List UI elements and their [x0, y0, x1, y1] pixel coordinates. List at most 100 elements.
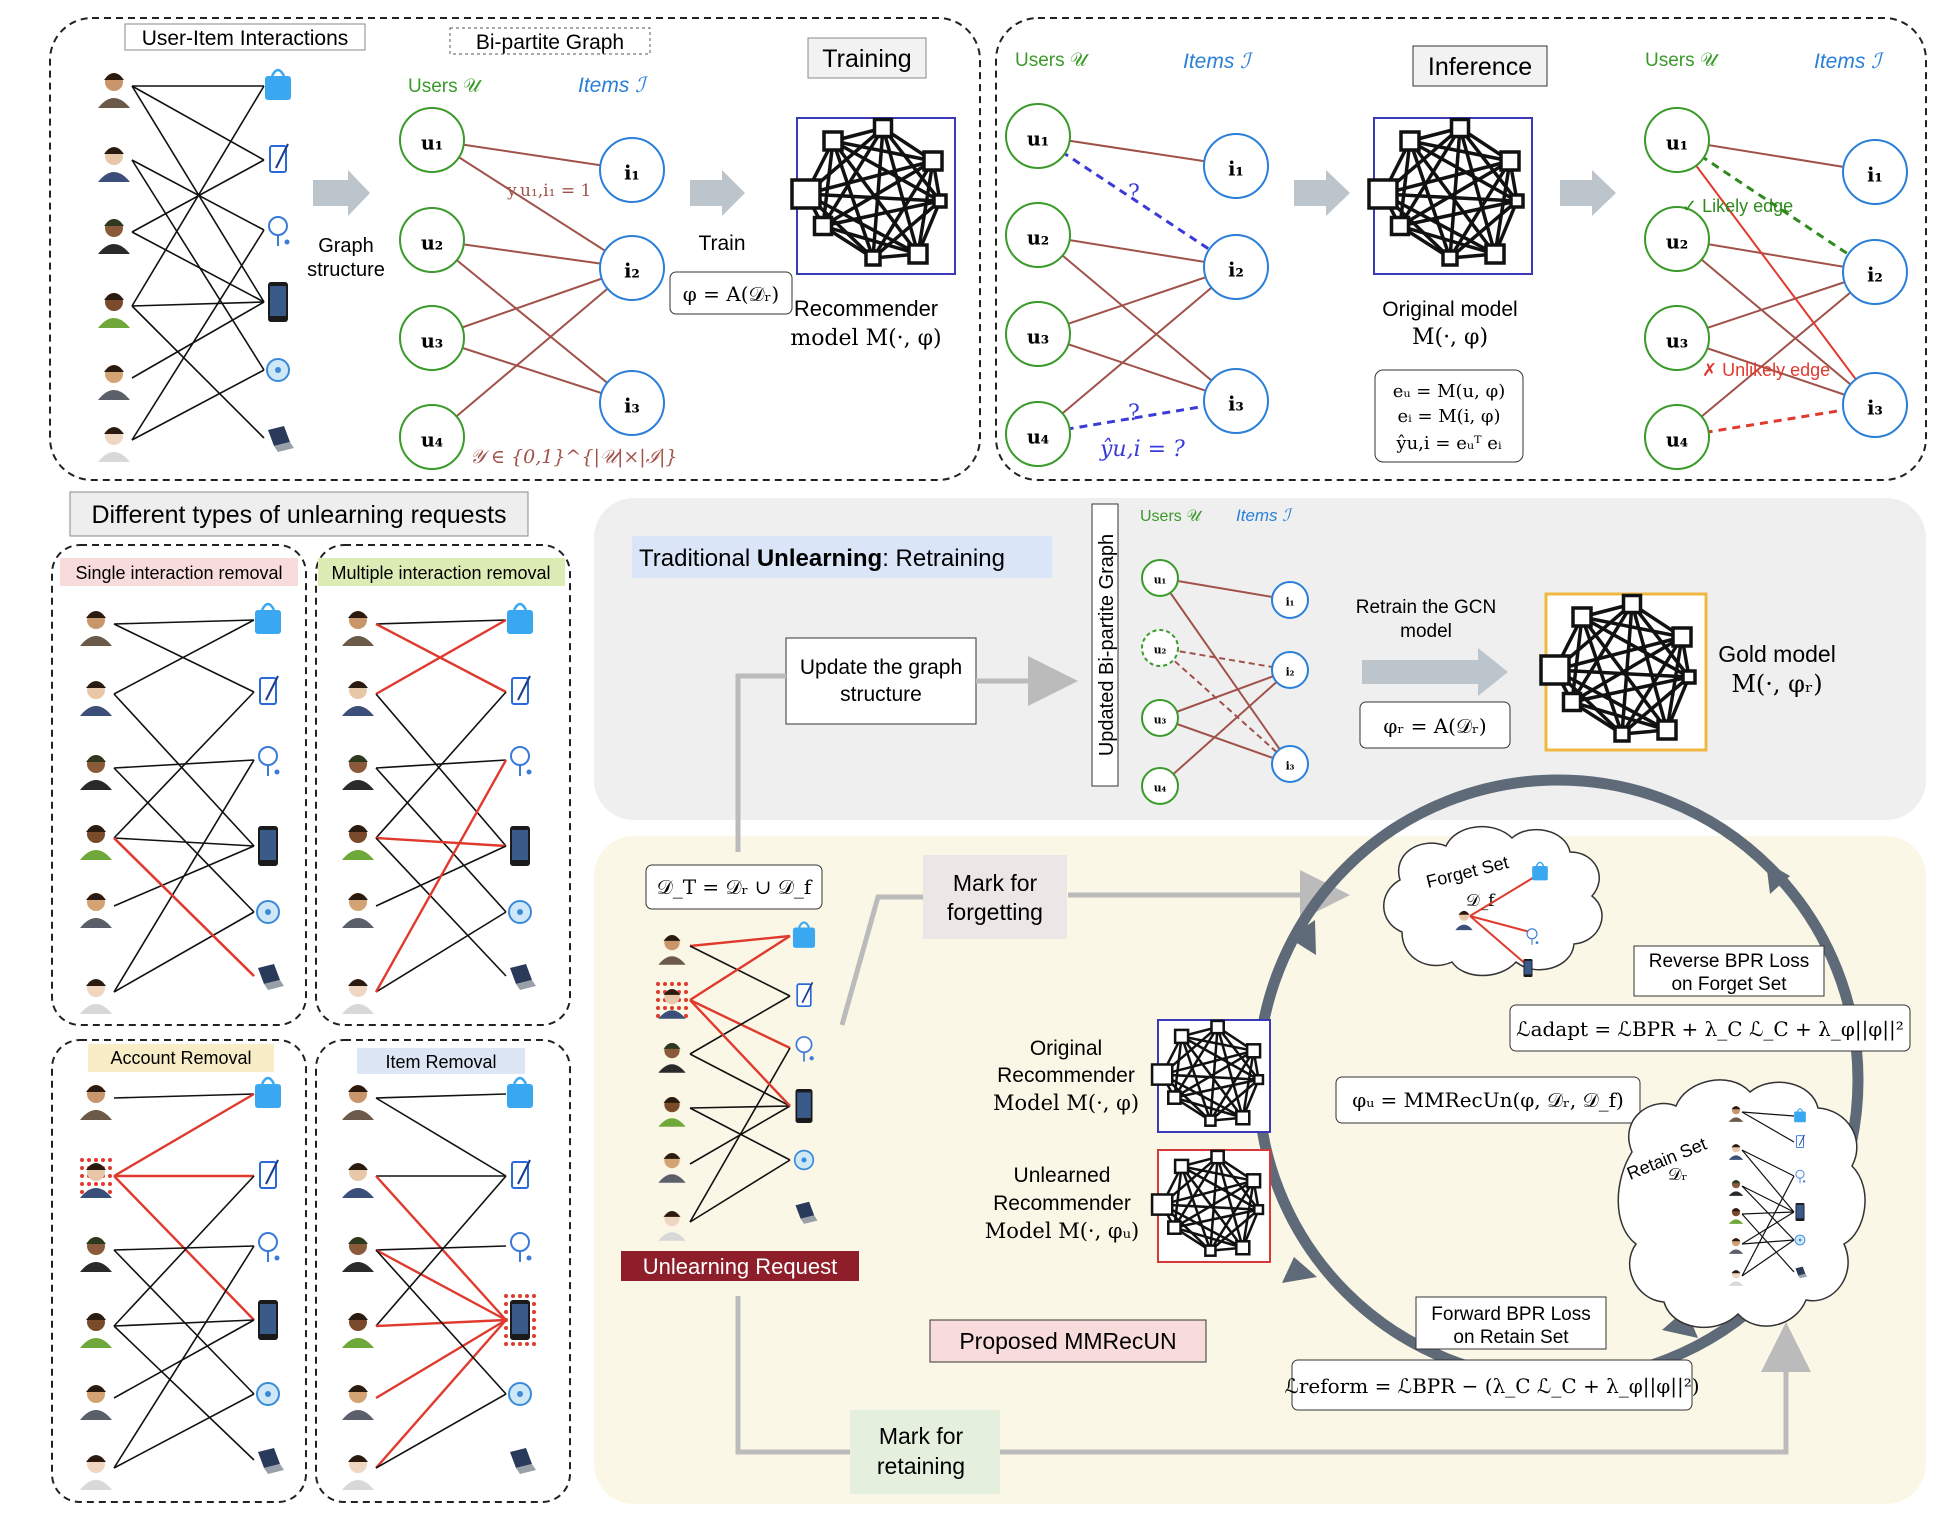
retain-edge	[1741, 1149, 1795, 1213]
network-icon	[1150, 1149, 1265, 1257]
highlight-dot	[656, 998, 660, 1002]
tablet-icon	[796, 983, 812, 1008]
interaction-edge	[113, 623, 255, 693]
person-hair	[86, 755, 106, 762]
arrow-inf-1	[1294, 170, 1350, 216]
nn-link	[1399, 159, 1511, 228]
nn-link	[1571, 675, 1690, 704]
nn-link	[1382, 192, 1496, 256]
reverse-1: Reverse BPR Loss	[1649, 951, 1810, 972]
highlight-dot	[101, 1158, 105, 1162]
item-node-label: i₁	[1286, 595, 1295, 608]
item-node-2	[1203, 234, 1269, 300]
highlight-dot	[532, 1302, 536, 1306]
highlight-dot	[677, 982, 681, 986]
graph-edge	[1037, 234, 1237, 268]
highlight-dot	[525, 1294, 529, 1298]
bag-handle	[512, 602, 528, 611]
item-node-2	[1271, 651, 1309, 689]
highlight-dot	[656, 990, 660, 994]
person-icon	[80, 780, 112, 790]
interaction-edge	[131, 231, 265, 303]
interaction-edge	[113, 1245, 255, 1251]
interaction-edge	[113, 693, 255, 847]
interaction-edge	[113, 759, 255, 993]
removed-edge	[375, 836, 507, 848]
person-icon	[98, 452, 130, 462]
person-icon	[80, 1480, 112, 1490]
retain-cloud	[1617, 1079, 1866, 1328]
users-label-inf2: Users 𝒰	[1645, 50, 1720, 71]
highlight-dot	[504, 1334, 508, 1338]
bag-icon	[507, 1084, 533, 1108]
person-icon	[98, 390, 130, 400]
person-hair	[663, 1210, 681, 1217]
removed-edge	[689, 934, 791, 1002]
highlight-dot	[504, 1318, 508, 1322]
graph-edge	[431, 139, 633, 269]
racket-icon	[258, 746, 278, 766]
highlight-dot	[532, 1294, 536, 1298]
person-icon	[1728, 1117, 1744, 1122]
disc-hole	[1798, 1238, 1802, 1242]
removed-edge	[113, 837, 255, 977]
person-icon	[80, 918, 112, 928]
removed-edge	[113, 1092, 255, 1178]
retain-edge	[1741, 1213, 1795, 1273]
nn-link	[1581, 615, 1683, 639]
graph-edge	[1037, 266, 1237, 335]
phone-screen	[270, 286, 286, 316]
person-icon	[1728, 1219, 1744, 1224]
nn-link	[805, 192, 919, 256]
nn-link	[1665, 636, 1684, 731]
highlight-dot	[108, 1174, 112, 1178]
dt-eq: 𝒟_T = 𝒟ᵣ ∪ 𝒟_f	[657, 875, 813, 899]
graph-edge	[1037, 234, 1237, 402]
ball	[274, 1255, 280, 1261]
user-node-label: u₃	[421, 330, 443, 353]
single-label: Single interaction removal	[75, 563, 282, 583]
user-node-label: u₃	[1027, 326, 1049, 349]
highlight-dot	[663, 982, 667, 986]
user-node-1	[399, 107, 465, 173]
tablet-icon	[269, 145, 287, 173]
person-hair	[1731, 1270, 1741, 1274]
racket-icon	[258, 1232, 278, 1252]
graph-edge	[1676, 139, 1876, 406]
nn-link	[822, 199, 941, 228]
laptop-icon	[258, 1448, 280, 1468]
item-node-label: i₂	[1867, 264, 1883, 287]
nn-node	[812, 215, 834, 237]
person-hair	[348, 825, 368, 832]
yhat: ŷu,i = ?	[1099, 437, 1185, 462]
nn-link	[1382, 159, 1511, 196]
bag-handle	[270, 68, 286, 77]
person-hair	[1458, 910, 1470, 915]
interaction-edge	[113, 837, 255, 847]
phone-screen	[797, 1092, 811, 1118]
training-panel	[49, 17, 981, 481]
nn-node	[1245, 1173, 1262, 1189]
arrow-retrain	[1362, 648, 1508, 696]
unlearning-request: Unlearning Request	[643, 1254, 837, 1279]
racket-icon	[510, 746, 530, 766]
item-node-1	[1203, 133, 1269, 199]
highlight-dot	[532, 1326, 536, 1330]
nn-node	[1150, 1193, 1174, 1216]
interaction-edge	[113, 1093, 255, 1099]
graph-edge	[1676, 238, 1876, 273]
person-icon	[80, 850, 112, 860]
user-node-2	[1141, 629, 1179, 667]
racket-icon	[268, 216, 288, 236]
nn-link	[1554, 635, 1683, 672]
graph-edge	[1676, 138, 1880, 276]
graph-structure-1: Graph	[318, 235, 374, 257]
highlight-dot	[684, 1014, 688, 1018]
person-icon	[342, 1480, 374, 1490]
items-label-inf: Items ℐ	[1183, 50, 1253, 73]
nn-link	[1174, 1226, 1244, 1249]
graph-edge	[1676, 139, 1876, 173]
disc-hole	[275, 367, 281, 373]
highlight-dot	[511, 1342, 515, 1346]
graph-edge	[431, 139, 633, 171]
